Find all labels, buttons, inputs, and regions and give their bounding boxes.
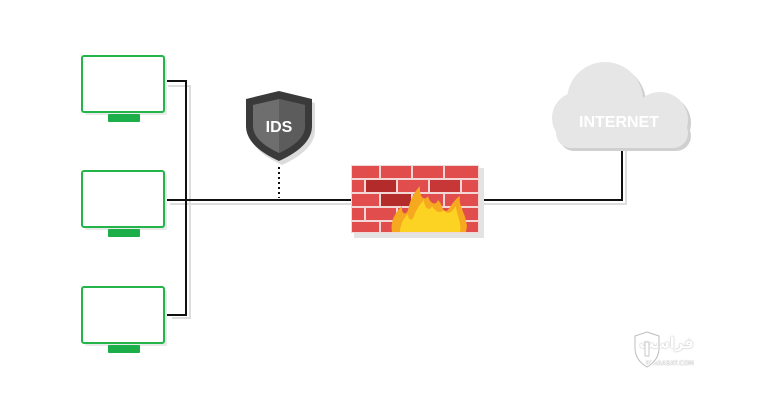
watermark-title: فراست xyxy=(639,334,694,352)
ids-shield-icon: IDS xyxy=(246,91,315,165)
internet-link xyxy=(478,146,623,201)
ids-label: IDS xyxy=(266,119,293,136)
watermark-subtitle: FARAASAT.COM xyxy=(645,360,694,367)
network-connections xyxy=(164,80,623,316)
firewall-icon xyxy=(351,165,484,238)
monitor-stand xyxy=(108,114,140,122)
flame-icon xyxy=(391,186,467,232)
internet-cloud-icon: INTERNET xyxy=(552,62,691,151)
monitor-stand xyxy=(108,229,140,237)
monitor-stand xyxy=(108,345,140,353)
internet-label: INTERNET xyxy=(579,114,659,131)
computer-2 xyxy=(81,170,167,237)
shield-icon xyxy=(633,330,661,369)
computer-1 xyxy=(81,55,167,122)
computer-1-link xyxy=(164,80,187,316)
watermark-logo: فراست FARAASAT.COM xyxy=(632,330,732,378)
connection-shadows xyxy=(168,85,627,319)
computer-3 xyxy=(81,286,167,353)
